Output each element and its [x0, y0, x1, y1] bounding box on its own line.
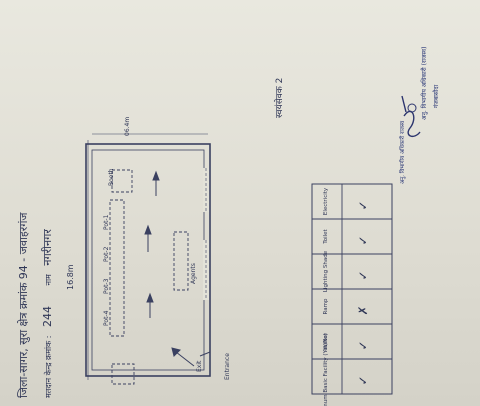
- table-header-cell: Toilet: [323, 228, 329, 244]
- corner-box: [111, 363, 135, 385]
- booth-box: [111, 169, 133, 193]
- bench-row: [109, 199, 125, 337]
- room-outline: [85, 143, 211, 377]
- entrance-door: [199, 351, 211, 370]
- table-header-cell: Minimum Basic Facility (Yes/No): [323, 333, 329, 406]
- table-value-cell: ✓: [356, 340, 370, 350]
- table-header-cell: Water: [323, 333, 329, 350]
- flow-arrow: [175, 351, 195, 367]
- table-header-cell: Lighting Shade: [323, 250, 329, 292]
- table-value-cell: ✓: [356, 270, 370, 280]
- table-value-cell: ✓: [356, 235, 370, 245]
- table-header-cell: Electricity: [323, 187, 329, 215]
- table-header-cell: Ramp: [323, 298, 329, 314]
- table-value-cell: ✓: [356, 375, 370, 385]
- table-value-cell: ✗: [356, 305, 370, 315]
- agents-table: [173, 231, 189, 291]
- table-value-cell: ✓: [356, 200, 370, 210]
